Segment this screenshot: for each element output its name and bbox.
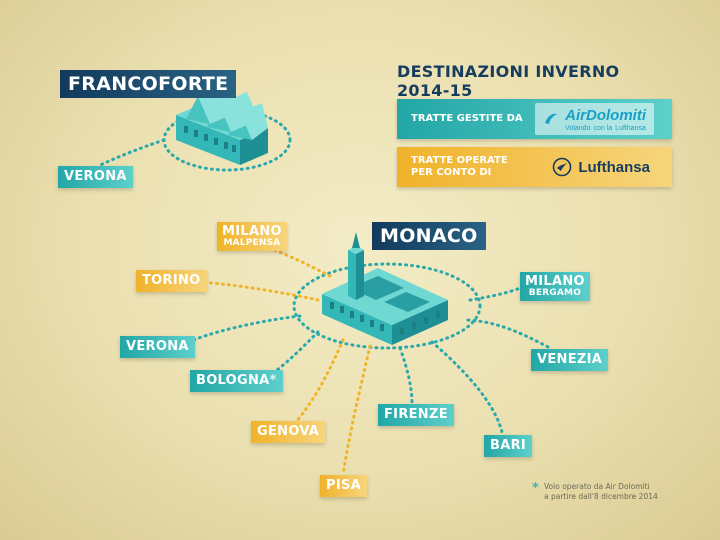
destination-label: VERONA [126,339,189,354]
destination-label: VERONA [64,169,127,184]
legend-label: TRATTE GESTITE DA [411,112,523,124]
destination-verona-frankfurt: VERONA [58,166,133,188]
destination-label: FIRENZE [384,407,448,422]
destination-label: BARI [490,438,527,453]
frankfurt-building-illustration [176,84,268,165]
destination-label: PISA [326,478,361,493]
destination-sublabel: BERGAMO [528,287,582,298]
munich-ring [292,262,482,350]
route-frankfurt-verona [96,138,166,168]
destination-label: MILANO [222,224,282,239]
legend-label-line2: PER CONTO DI [411,167,492,178]
destination-verona-munich: VERONA [120,336,195,358]
destination-pisa: PISA [320,475,367,497]
lufthansa-logo: Lufthansa [552,147,650,187]
air-dolomiti-tagline-3: Lufthansa [615,124,646,132]
destination-milano-bergamo: MILANO BERGAMO [520,272,590,302]
route-munich-bologna [268,330,320,377]
destination-torino: TORINO [136,270,207,292]
route-munich-genova [293,338,345,425]
footnote-line2: a partire dall'8 dicembre 2014 [544,492,658,502]
bologna-footnote-marker: * [269,373,277,388]
destination-firenze: FIRENZE [378,404,454,426]
route-munich-venezia [466,318,552,350]
destination-label: BOLOGNA [196,373,270,388]
air-dolomiti-brand: AirDolomiti [565,106,646,124]
air-dolomiti-logo: AirDolomiti Volando con la Lufthansa [535,103,654,135]
lufthansa-crane-icon [553,157,572,177]
destination-bari: BARI [484,435,533,457]
air-dolomiti-tagline-2: con la [593,124,613,132]
destination-label: MILANO [525,274,585,289]
destination-sublabel: MALPENSA [223,237,281,248]
munich-building-illustration [322,232,448,345]
destination-label: TORINO [142,273,201,288]
footnote-marker: * [532,481,539,496]
route-munich-milano-malpensa [263,245,332,278]
route-munich-pisa [341,344,372,477]
destination-genova: GENOVA [251,421,326,443]
route-munich-verona [183,314,302,345]
route-munich-torino [198,280,320,302]
legend-row-air-dolomiti: TRATTE GESTITE DA AirDolomiti Volando co… [397,99,672,139]
route-munich-milano-bergamo [468,286,522,302]
air-dolomiti-tagline-1: Volando [565,124,591,132]
route-munich-firenze [398,346,414,406]
destination-bologna: BOLOGNA* [190,370,283,392]
legend-label: TRATTE OPERATE PER CONTO DI [411,147,508,187]
air-dolomiti-swoosh-icon [545,113,558,124]
legend-row-lufthansa: TRATTE OPERATE PER CONTO DI Lufthansa [397,147,672,187]
footnote: * Volo operato da Air Dolomiti a partire… [532,481,684,502]
footnote-line1: Volo operato da Air Dolomiti [544,482,650,491]
destination-milano-malpensa: MILANO MALPENSA [217,222,287,252]
destination-label: GENOVA [257,424,320,439]
route-munich-bari [430,340,504,434]
lufthansa-brand: Lufthansa [578,158,650,176]
destination-label: VENEZIA [537,352,603,367]
hub-label-frankfurt: FRANCOFORTE [60,70,237,98]
legend-label-line1: TRATTE OPERATE [411,154,508,166]
destination-venezia: VENEZIA [531,349,609,371]
hub-label-munich: MONACO [372,222,486,250]
